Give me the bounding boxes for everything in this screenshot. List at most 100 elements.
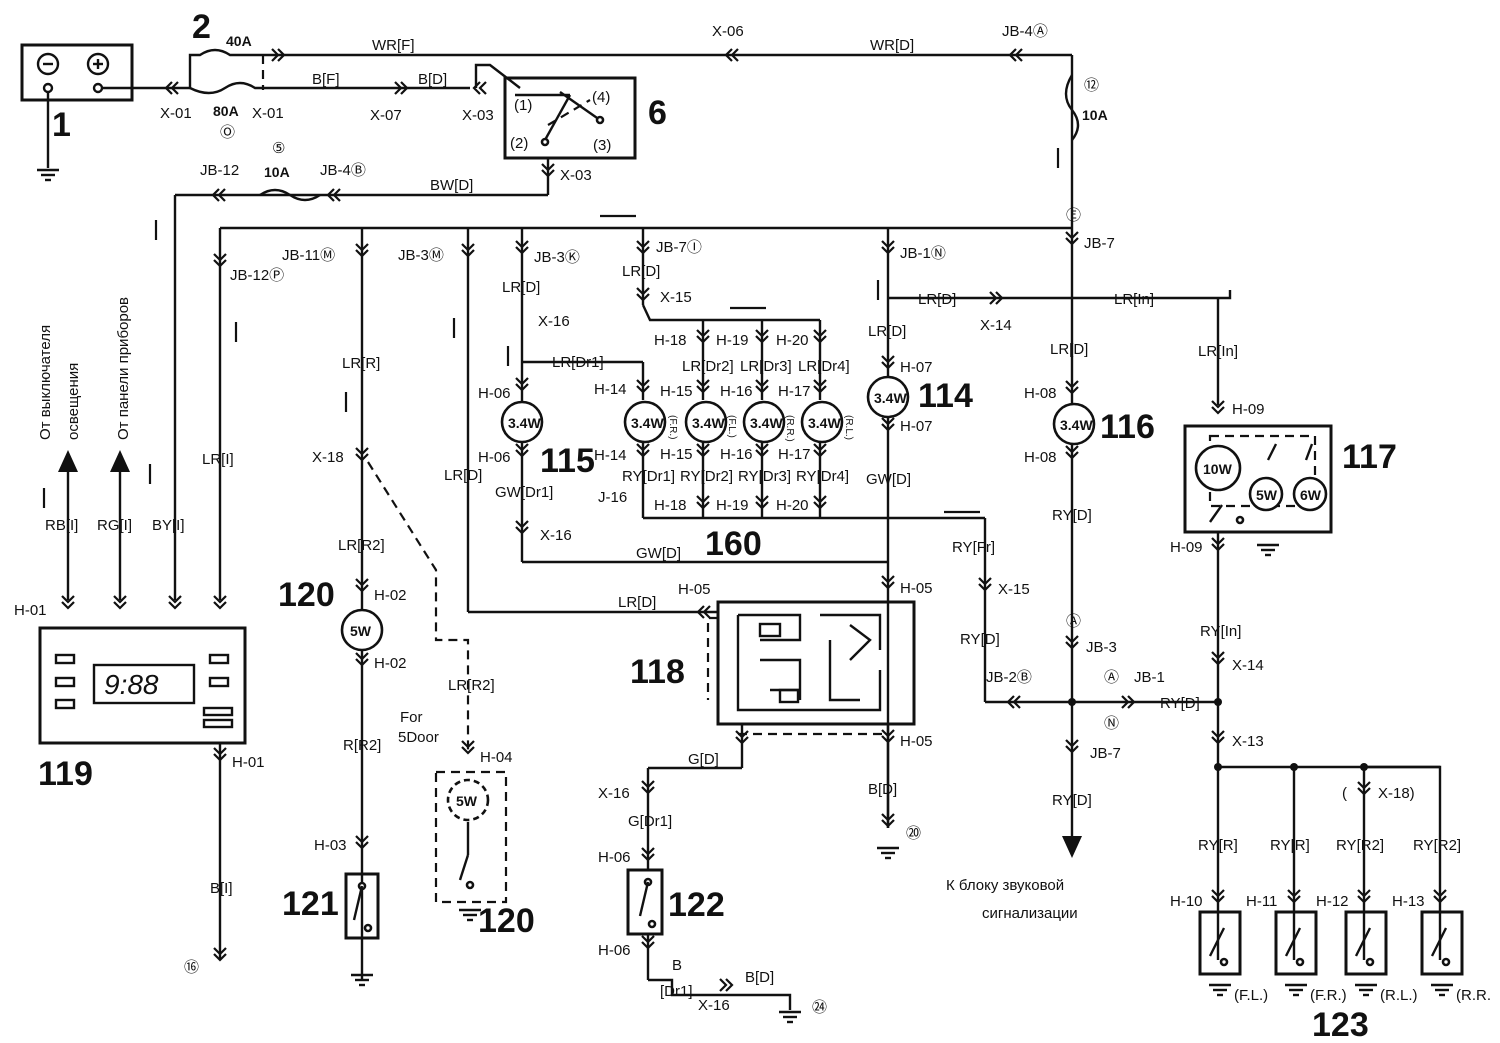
component-119-label: 119 xyxy=(38,755,93,793)
conn-h03: H-03 xyxy=(314,837,347,854)
note-for-5door-2: 5Door xyxy=(398,729,439,746)
conn-x06: X-06 xyxy=(712,23,744,40)
switch6-pos1: (1) xyxy=(514,97,532,114)
conn-x14-b: X-14 xyxy=(1232,657,1264,674)
wire-rbi: RB[I] xyxy=(45,517,78,534)
wire-lrd-g: LR[D] xyxy=(1050,341,1088,358)
note-to-alarm-1: К блоку звуковой xyxy=(946,877,1064,894)
conn-h11: H-11 xyxy=(1246,893,1277,910)
conn-h06-a: H-06 xyxy=(478,385,511,402)
conn-jb3k: JB-3Ⓚ xyxy=(534,249,580,266)
wire-gwdr1: GW[Dr1] xyxy=(495,484,553,501)
door-switches-123 xyxy=(1198,910,1464,976)
conn-x03-b: X-03 xyxy=(560,167,592,184)
clock-display: 9:88 xyxy=(104,669,159,700)
conn-x16-a: X-16 xyxy=(538,313,570,330)
wire-wrf: WR[F] xyxy=(372,37,415,54)
conn-jb2b: JB-2Ⓑ xyxy=(986,669,1032,686)
pos-fr: (F.R.) xyxy=(1310,987,1347,1004)
ground-24: ㉔ xyxy=(812,999,827,1016)
wire-lrin-2: LR[In] xyxy=(1198,343,1238,360)
lamps-160: 3.4W 3.4W 3.4W 3.4W (F.R.) (F.L.) (R.R.)… xyxy=(623,400,854,444)
conn-x01-b: X-01 xyxy=(252,105,284,122)
lamp-160a-rating: 3.4W xyxy=(631,415,664,431)
conn-jb7i: JB-7Ⓘ xyxy=(656,239,702,256)
pos-rr: (R.R. xyxy=(1456,987,1491,1004)
conn-h15-b: H-15 xyxy=(660,446,693,463)
lamp-116-rating: 3.4W xyxy=(1060,417,1093,433)
lamp-120a-rating: 5W xyxy=(350,623,372,639)
conn-h01-a: H-01 xyxy=(14,602,47,619)
wire-dr1: [Dr1] xyxy=(660,983,693,1000)
pos-rl: (R.L.) xyxy=(1380,987,1418,1004)
conn-h08-b: H-08 xyxy=(1024,449,1057,466)
conn-h02-b: H-02 xyxy=(374,655,407,672)
conn-h17-b: H-17 xyxy=(778,446,811,463)
ground-20: ⑳ xyxy=(906,825,921,842)
fuse-o-label: Ⓞ xyxy=(220,124,235,141)
component-114-label: 114 xyxy=(918,377,973,415)
wire-bi: B[I] xyxy=(210,880,233,897)
wire-lrd-b: LR[D] xyxy=(618,594,656,611)
wire-ryr2-a: RY[R2] xyxy=(1336,837,1384,854)
lamp-160d-rating: 3.4W xyxy=(808,415,841,431)
lamp-120b-rating: 5W xyxy=(456,793,478,809)
fuse-40a-label: 40A xyxy=(226,33,252,49)
wire-ryr-2: RY[R] xyxy=(1270,837,1310,854)
switch6-pos3: (3) xyxy=(593,137,611,154)
wire-ryr2-b: RY[R2] xyxy=(1413,837,1461,854)
conn-x01-a: X-01 xyxy=(160,105,192,122)
conn-h02-a: H-02 xyxy=(374,587,407,604)
conn-h10: H-10 xyxy=(1170,893,1203,910)
wire-lrd-a: LR[D] xyxy=(444,467,482,484)
lamp-114 xyxy=(866,375,910,419)
switch6-pos2: (2) xyxy=(510,135,528,152)
lamp-116 xyxy=(1052,402,1096,446)
conn-x13: X-13 xyxy=(1232,733,1264,750)
fuse-12-label: ⑫ xyxy=(1084,77,1099,94)
wire-bd-1: B[D] xyxy=(418,71,447,88)
conn-j16: J-16 xyxy=(598,489,627,506)
wire-rydr3: RY[Dr3] xyxy=(738,468,791,485)
component-117-label: 117 xyxy=(1342,438,1397,476)
conn-jb4b: JB-4Ⓑ xyxy=(320,162,366,179)
wire-ryd-3: RY[D] xyxy=(1052,507,1092,524)
wire-rydr4: RY[Dr4] xyxy=(796,468,849,485)
conn-x18-a: X-18 xyxy=(312,449,344,466)
component-2-label: 2 xyxy=(192,8,211,46)
conn-x03-a: X-03 xyxy=(462,107,494,124)
note-to-alarm-2: сигнализации xyxy=(982,905,1078,922)
conn-h14-b: H-14 xyxy=(594,447,627,464)
conn-h08-a: H-08 xyxy=(1024,385,1057,402)
conn-jb7-n: JB-7 xyxy=(1090,745,1121,762)
conn-h12: H-12 xyxy=(1316,893,1349,910)
conn-h19-a: H-19 xyxy=(716,332,749,349)
conn-jb12p: JB-12Ⓟ xyxy=(230,267,284,284)
flow-arrows xyxy=(42,148,1060,514)
conn-h19-b: H-19 xyxy=(716,497,749,514)
lamp-pos-fl: (F.L.) xyxy=(726,415,737,438)
conn-h05-b: H-05 xyxy=(900,580,933,597)
conn-jb7-e: JB-7 xyxy=(1084,235,1115,252)
conn-jb11m: JB-11Ⓜ xyxy=(282,247,335,264)
wire-ryr-1: RY[R] xyxy=(1198,837,1238,854)
fuse-5-label: ⑤ xyxy=(272,140,285,157)
lamp-114-rating: 3.4W xyxy=(874,390,907,406)
lamp-pos-fr: (F.R.) xyxy=(667,415,678,439)
wire-b: B xyxy=(672,957,682,974)
component-122-label: 122 xyxy=(668,886,725,924)
fuse-80a-label: 80A xyxy=(213,103,239,119)
conn-h06-b: H-06 xyxy=(478,449,511,466)
conn-h01-b: H-01 xyxy=(232,754,265,771)
wire-rr2: R[R2] xyxy=(343,737,381,754)
fuse-10a-left: 10A xyxy=(264,164,290,180)
wire-lrd-d: LR[D] xyxy=(622,263,660,280)
wire-rydr1: RY[Dr1] xyxy=(622,468,675,485)
wire-gwd-2: GW[D] xyxy=(866,471,911,488)
wire-bd-2: B[D] xyxy=(868,781,897,798)
conn-circle-a-1: Ⓐ xyxy=(1066,613,1081,630)
component-121-label: 121 xyxy=(282,885,339,923)
wire-lrd-f: LR[D] xyxy=(868,323,906,340)
wire-ryfr: RY[Fr] xyxy=(952,539,995,556)
wire-bwd: BW[D] xyxy=(430,177,473,194)
